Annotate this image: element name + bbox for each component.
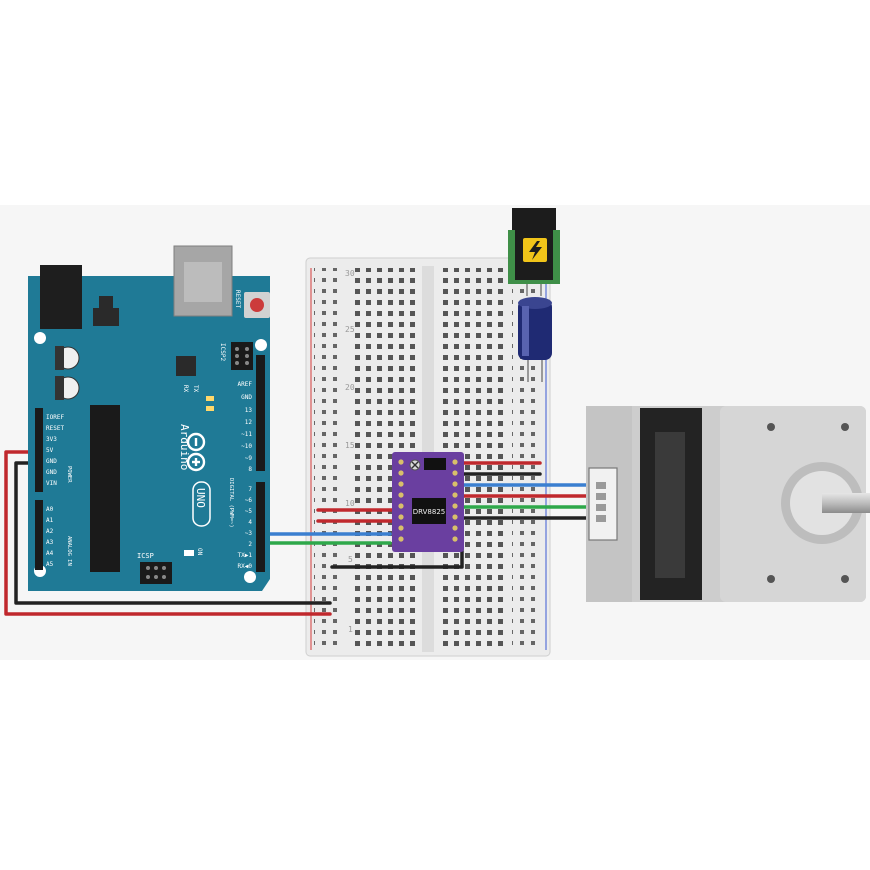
digital-pin-labels-top: AREF GND 13 12 ~11 ~10 ~9 8 <box>238 381 253 473</box>
power-label: POWER <box>66 466 72 483</box>
pin-label: TX▶1 <box>238 552 253 559</box>
icsp-label: ICSP <box>137 552 154 560</box>
pin-label: 3V3 <box>46 436 57 443</box>
pin-label: IOREF <box>46 414 64 421</box>
row-label: 10 <box>345 499 355 508</box>
power-jack <box>508 208 560 296</box>
row-label: 20 <box>345 383 355 392</box>
pin-label: A2 <box>46 528 54 535</box>
pin-label: ~6 <box>245 497 253 504</box>
capacitor <box>518 297 552 382</box>
stepper-motor <box>586 406 870 602</box>
analog-header <box>35 500 43 570</box>
reset-button <box>244 292 270 318</box>
analog-label: ANALOG IN <box>66 536 72 566</box>
pin-label: A4 <box>46 550 54 557</box>
arduino-logo-icon <box>186 432 206 472</box>
pin-label: GND <box>241 394 252 401</box>
pin-label: 4 <box>248 519 252 526</box>
pin-label: A1 <box>46 517 54 524</box>
icsp2-label: ICSP2 <box>219 343 226 361</box>
digital-label: DIGITAL (PWM=~) <box>228 478 234 528</box>
motor-shaft <box>822 493 870 513</box>
pin-label: A0 <box>46 506 54 513</box>
arduino-brand: Arduino <box>178 424 191 470</box>
digital-pin-labels-bottom: 7 ~6 ~5 4 ~3 2 TX▶1 RX◀0 <box>238 486 253 570</box>
row-label: 5 <box>348 555 353 564</box>
motor-connector <box>588 467 618 541</box>
power-led <box>184 550 194 556</box>
driver-label: DRV8825 <box>413 508 445 516</box>
wire-red-5v <box>4 450 332 616</box>
icsp2-header <box>231 342 253 370</box>
led <box>206 396 214 401</box>
pin-label: A5 <box>46 561 54 568</box>
wire-black-driver-gnd <box>330 546 464 569</box>
dc-barrel-jack <box>40 265 82 329</box>
lightning-bolt-icon <box>523 238 547 262</box>
analog-pin-labels: A0 A1 A2 A3 A4 A5 <box>46 506 54 568</box>
row-label: 1 <box>348 625 353 634</box>
voltage-regulator <box>93 308 119 326</box>
digital-header-top <box>256 355 265 471</box>
pin-label: 12 <box>245 419 253 426</box>
pin-label: RESET <box>46 425 64 432</box>
wires <box>4 450 602 616</box>
microcontroller-chip <box>90 405 120 572</box>
rx-label: RX <box>182 385 189 393</box>
pin-label: 2 <box>248 541 252 548</box>
pin-label: A3 <box>46 539 54 546</box>
pin-label: GND <box>46 469 57 476</box>
usb-chip <box>176 356 196 376</box>
digital-header-bottom <box>256 482 265 572</box>
pin-label: 8 <box>248 466 252 473</box>
on-label: ON <box>196 548 203 556</box>
breadboard-row-labels: 30 25 20 15 10 5 1 <box>345 269 355 634</box>
stepper-driver: DRV8825 <box>392 452 464 552</box>
pin-label: GND <box>46 458 57 465</box>
power-pin-labels: IOREF RESET 3V3 5V GND GND VIN <box>46 414 64 487</box>
left-power-rail <box>314 268 342 650</box>
led <box>206 406 214 411</box>
row-label: 25 <box>345 325 355 334</box>
power-header <box>35 408 43 492</box>
pin-label: 13 <box>245 407 253 414</box>
uno-label: UNO <box>194 488 207 508</box>
potentiometer-icon <box>409 459 421 471</box>
reset-label: RESET <box>234 290 241 308</box>
icsp-header <box>140 562 172 584</box>
pin-label: ~5 <box>245 508 253 515</box>
row-label: 30 <box>345 269 355 278</box>
row-label: 15 <box>345 441 355 450</box>
pin-label: AREF <box>238 381 253 388</box>
pin-label: ~11 <box>241 431 252 438</box>
pin-label: ~10 <box>241 443 252 450</box>
tx-label: TX <box>192 385 199 393</box>
pin-label: 5V <box>46 447 54 454</box>
pin-label: 7 <box>248 486 252 493</box>
wire-black-gnd <box>14 461 332 605</box>
pin-label: ~9 <box>245 455 253 462</box>
uno-badge: UNO <box>192 481 211 527</box>
arduino-uno-board: RESET ICSP2 TX RX Arduino UNO ON <box>28 245 270 591</box>
pin-label: RX◀0 <box>238 563 253 570</box>
pin-label: VIN <box>46 480 57 487</box>
pin-label: ~3 <box>245 530 253 537</box>
